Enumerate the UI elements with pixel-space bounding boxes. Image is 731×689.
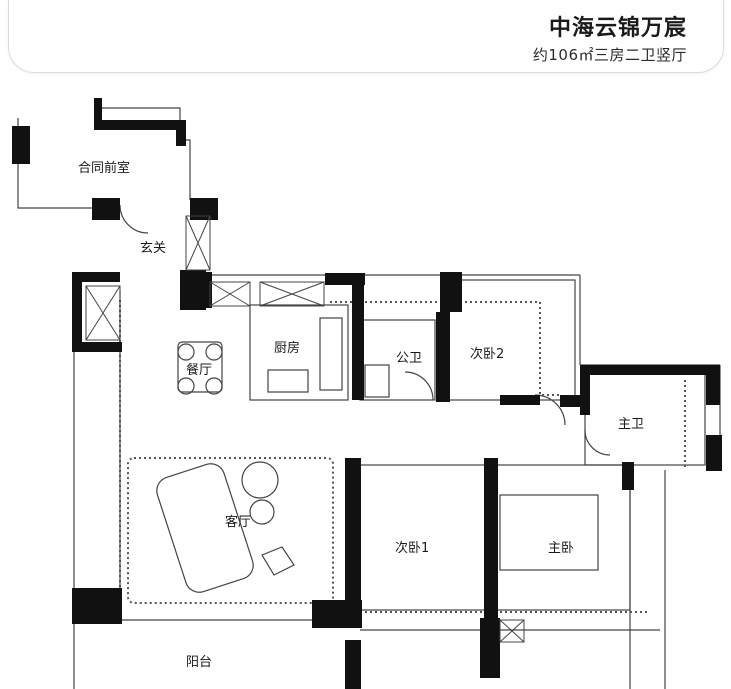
label-entrance: 玄关 <box>140 241 166 256</box>
label-master-bedroom: 主卧 <box>548 541 574 556</box>
label-bedroom1: 次卧1 <box>395 540 429 556</box>
plan-subtitle: 约106㎡三房二卫竖厅 <box>532 46 687 64</box>
label-public-bath: 公卫 <box>396 351 422 366</box>
label-kitchen: 厨房 <box>274 340 300 356</box>
label-bedroom2: 次卧2 <box>470 346 504 362</box>
label-dining: 餐厅 <box>186 362 212 378</box>
header-card: 中海云锦万宸 约106㎡三房二卫竖厅 <box>8 0 724 73</box>
plan-title: 中海云锦万宸 <box>548 16 687 41</box>
label-master-bath: 主卫 <box>618 417 644 432</box>
label-vestibule: 合同前室 <box>78 160 130 176</box>
label-living: 客厅 <box>225 514 251 530</box>
label-balcony: 阳台 <box>186 655 212 670</box>
